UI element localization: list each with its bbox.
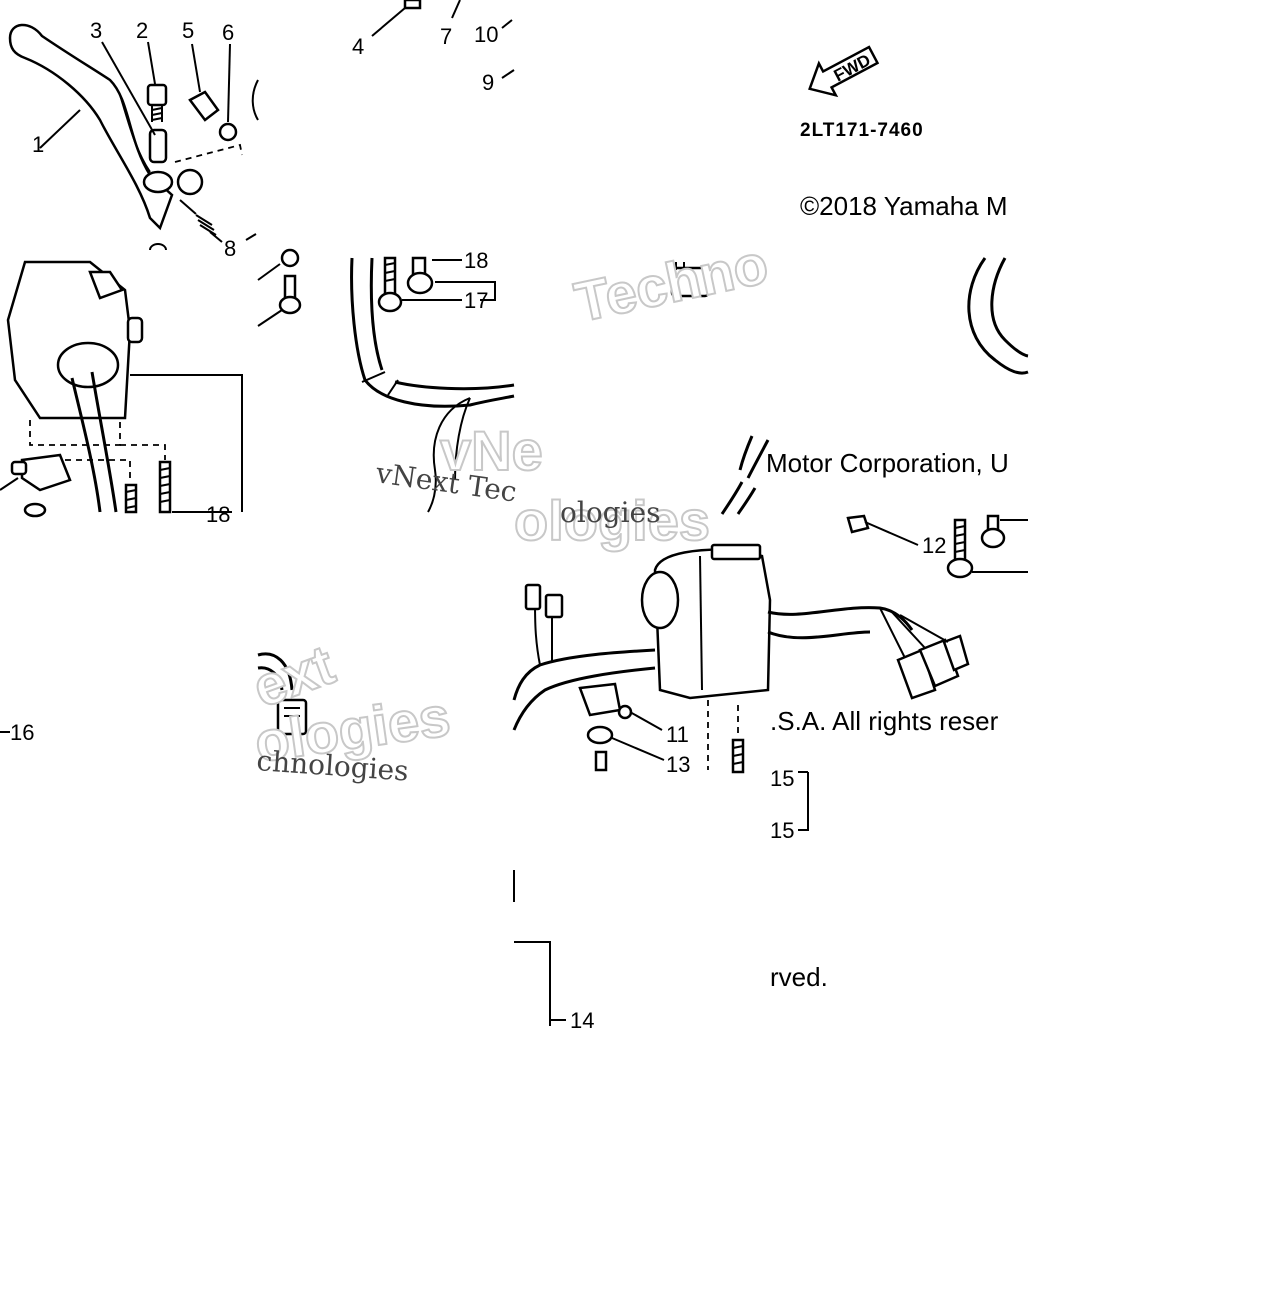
copyright-part-4: rved. bbox=[770, 962, 828, 992]
leader-5 bbox=[191, 43, 201, 93]
callout-10: 10 bbox=[474, 22, 498, 47]
dash-guide-screw-2 bbox=[65, 459, 131, 478]
harness-connectors bbox=[879, 607, 970, 700]
copyright-part-3: .S.A. All rights reser bbox=[770, 706, 999, 736]
leader-3 bbox=[101, 41, 156, 136]
leader-13 bbox=[611, 737, 665, 761]
screw-15-top bbox=[980, 514, 1006, 549]
leaders-17 bbox=[402, 281, 496, 301]
cable-stub-lower-2 bbox=[736, 487, 757, 515]
wire-terminals bbox=[524, 583, 564, 619]
connector-top bbox=[670, 262, 710, 298]
leader-7 bbox=[451, 0, 461, 19]
nut-12 bbox=[846, 514, 870, 534]
washer-13 bbox=[586, 725, 614, 745]
callout-17: 17 bbox=[464, 288, 488, 313]
throttle-cable bbox=[350, 257, 515, 513]
front-brake-switch bbox=[578, 682, 633, 720]
lever-spring bbox=[179, 199, 217, 236]
callout-4: 4 bbox=[352, 34, 364, 59]
screw-12 bbox=[946, 518, 974, 579]
callout-14: 14 bbox=[570, 1008, 594, 1033]
left-switch-housing bbox=[6, 260, 144, 513]
lever-collar bbox=[148, 128, 168, 164]
housing-screw-15 bbox=[731, 738, 745, 774]
callout-11: 11 bbox=[666, 722, 689, 747]
callout-16: 16 bbox=[10, 720, 34, 745]
switch-screw-long bbox=[158, 460, 172, 514]
callout-15b: 15 bbox=[770, 818, 794, 843]
callout-15a: 15 bbox=[770, 766, 794, 791]
leader-2 bbox=[147, 41, 156, 85]
copyright-part-2: Motor Corporation, U bbox=[766, 448, 1009, 478]
watermark-vne: vNe bbox=[440, 419, 543, 482]
callout-1: 1 bbox=[32, 132, 44, 157]
clamp-edge-fragment bbox=[251, 79, 259, 121]
leader-1 bbox=[39, 109, 81, 149]
cable-stub-upper-2 bbox=[738, 435, 754, 471]
center-screw-c bbox=[377, 256, 403, 313]
watermark-ologies-1: ologies bbox=[514, 489, 710, 552]
lever-pivot bbox=[142, 168, 204, 196]
callout-12: 12 bbox=[922, 533, 946, 558]
callout-5: 5 bbox=[182, 18, 194, 43]
leader-10 bbox=[501, 19, 513, 29]
leader-6 bbox=[227, 43, 231, 123]
watermark-techno: Techno bbox=[569, 232, 773, 334]
leader-8b bbox=[245, 233, 257, 241]
center-screw-d bbox=[406, 256, 434, 295]
center-screw-b bbox=[257, 274, 302, 327]
callout-3: 3 bbox=[90, 18, 102, 43]
fwd-arrow-icon: FWD bbox=[808, 45, 880, 98]
harness-loop-inner bbox=[990, 257, 1029, 358]
callout-13: 13 bbox=[666, 752, 690, 777]
leader-8 bbox=[209, 231, 223, 243]
adjuster-screw bbox=[174, 90, 243, 163]
right-harness bbox=[767, 606, 914, 640]
callout-9: 9 bbox=[482, 70, 494, 95]
dash-guide-left bbox=[29, 420, 121, 446]
brake-lever bbox=[8, 23, 174, 231]
dash-guide-right bbox=[707, 700, 739, 770]
leader-11 bbox=[629, 711, 663, 731]
callout-18: 18 bbox=[206, 502, 230, 527]
cable-stub-lower bbox=[720, 481, 744, 515]
cable-to-lever bbox=[512, 599, 656, 731]
callout-2: 2 bbox=[136, 18, 148, 43]
callout-8: 8 bbox=[224, 236, 236, 261]
bracket-15 bbox=[798, 771, 809, 831]
right-switch-housing bbox=[640, 543, 772, 700]
callout-18b: 18 bbox=[464, 248, 488, 273]
leader-clutch-switch bbox=[0, 477, 19, 491]
switch-screw-short bbox=[124, 483, 138, 514]
bracket-18 bbox=[130, 374, 243, 512]
callout-7: 7 bbox=[440, 24, 452, 49]
lever-nut-fragment bbox=[149, 243, 167, 251]
center-screw-a bbox=[257, 248, 300, 281]
callout-6: 6 bbox=[222, 20, 234, 45]
diagram-code: 2LT171-7460 bbox=[800, 120, 924, 141]
bracket-14 bbox=[514, 941, 566, 1026]
lever-bolt bbox=[146, 83, 168, 122]
leader-9 bbox=[501, 69, 515, 79]
top-bolt-fragment bbox=[403, 0, 422, 10]
watermark-ologies-serif: ologies bbox=[560, 496, 661, 529]
left-connector bbox=[257, 652, 308, 736]
copyright-part-1: ©2018 Yamaha M bbox=[800, 191, 1008, 221]
bolt-13 bbox=[594, 750, 608, 772]
grommet-fragment bbox=[23, 502, 47, 518]
leader-12 bbox=[864, 521, 919, 546]
harness-loop bbox=[967, 257, 1029, 375]
leader-4 bbox=[371, 7, 406, 37]
clutch-switch bbox=[10, 453, 72, 492]
cable-stub-upper bbox=[746, 439, 770, 479]
dash-guide-screw bbox=[120, 444, 166, 460]
